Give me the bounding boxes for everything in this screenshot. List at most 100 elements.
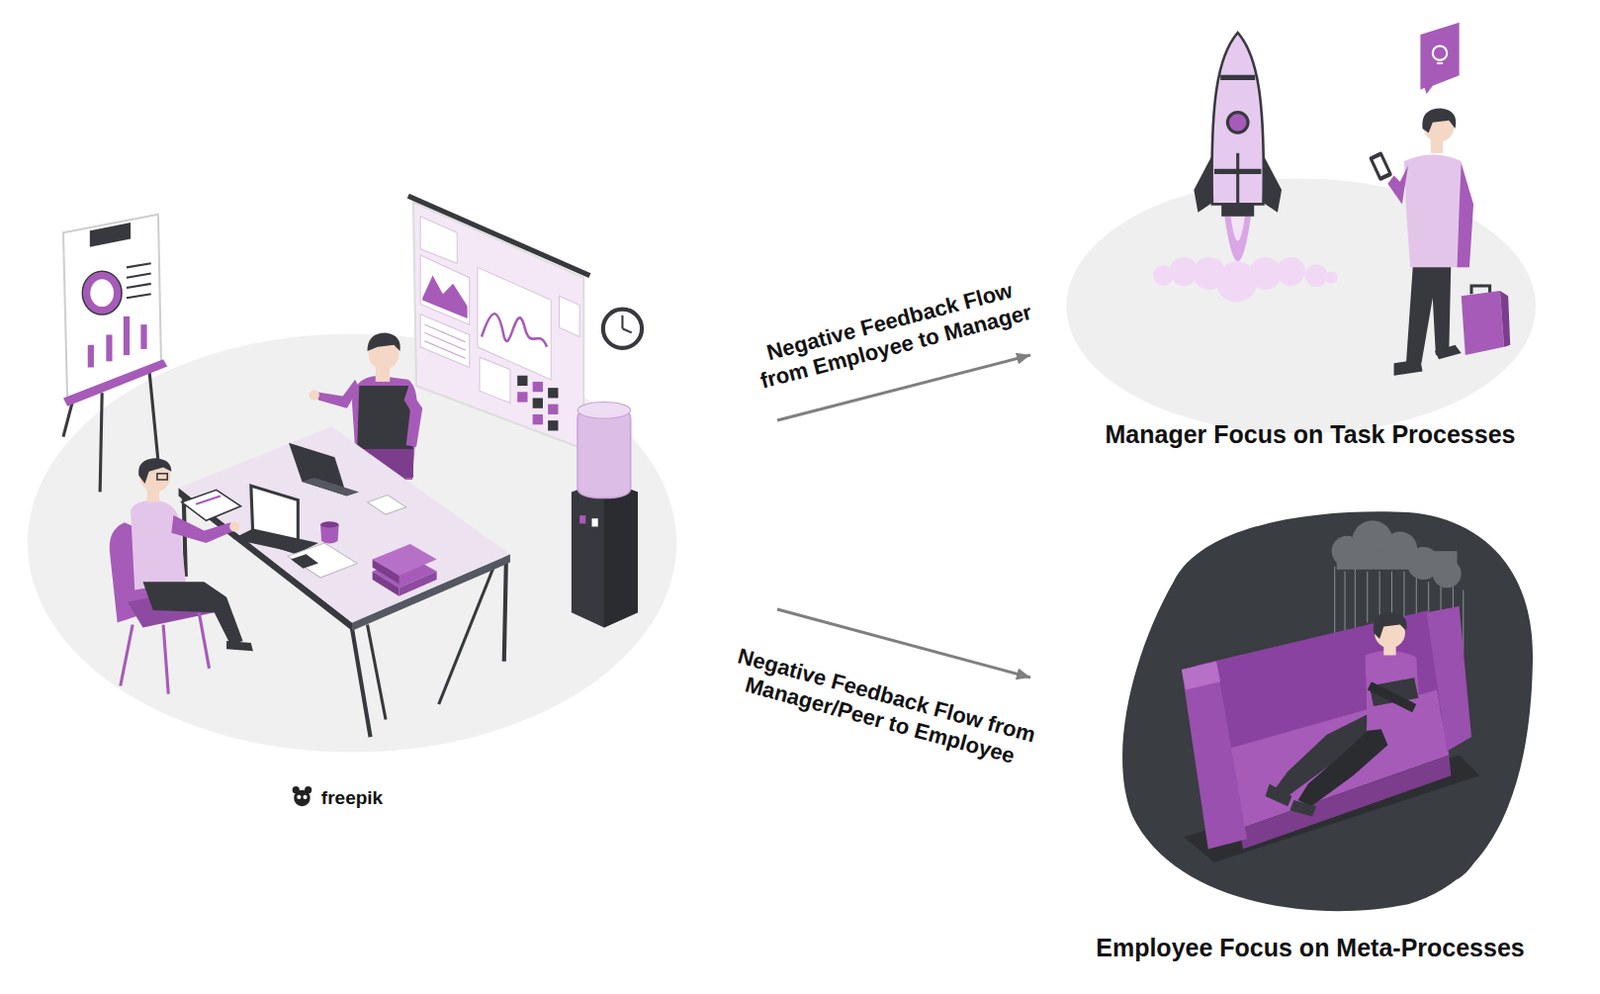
office-scene-part [171, 515, 235, 543]
office-scene-part [622, 328, 631, 333]
sad-employee-scene-part-part [1379, 571, 1381, 615]
rocket-scene-part [1372, 156, 1388, 177]
office-scene-part [63, 358, 168, 406]
office-scene-part [126, 293, 152, 298]
office-scene-part [366, 494, 406, 515]
rocket-scene-part [1224, 216, 1251, 262]
sad-employee-scene-part [1122, 511, 1533, 911]
rocket-scene-part [1461, 290, 1505, 356]
sad-employee-scene-part [1367, 681, 1418, 712]
office-scene-part [157, 473, 168, 480]
freepik-logo [292, 786, 313, 806]
arrow-label: Negative Feedback Flow from Employee to … [742, 271, 1044, 397]
office-scene-part [356, 385, 414, 449]
office-scene [27, 195, 677, 752]
scene-caption: Employee Focus on Meta-Processes [1030, 932, 1591, 963]
rocket-scene-part [1394, 358, 1423, 376]
office-scene-part [226, 640, 254, 651]
rocket-scene-part [1221, 203, 1254, 216]
rocket-scene-part [1387, 165, 1409, 204]
rocket-scene-part [1230, 216, 1245, 242]
office-scene-part [140, 324, 147, 350]
office-scene-part [83, 270, 122, 314]
office-scene-part [352, 628, 371, 737]
sad-employee-scene-part [1446, 837, 1477, 881]
office-scene-part [138, 457, 172, 484]
rocket-scene [1066, 22, 1536, 435]
office-scene-part [366, 624, 386, 720]
arrow-label: Negative Feedback Flow from Manager/Peer… [718, 640, 1048, 777]
freepik-logo-part [302, 795, 307, 800]
office-scene-part [479, 356, 511, 403]
sad-employee-scene [1122, 511, 1533, 911]
office-scene-part [504, 561, 507, 662]
freepik-logo-part [304, 786, 312, 794]
office-scene-part [316, 379, 359, 409]
manager-scene-node: Manager Focus on Task Processes [1030, 19, 1591, 455]
office-scene-part [621, 315, 623, 329]
rocket-scene-part [1236, 153, 1240, 205]
office-scene-part [149, 366, 160, 471]
sad-employee-scene-part [1365, 650, 1422, 731]
office-scene-part [604, 479, 638, 628]
rocket-scene-part [1434, 345, 1462, 359]
office-scene-part [603, 309, 642, 349]
rocket-scene-part [1432, 45, 1447, 60]
office-scene-part [547, 420, 558, 431]
office-scene-part [420, 314, 470, 368]
office-scene-part [424, 332, 465, 351]
office-scene-part [547, 404, 558, 415]
rocket-scene-part [1436, 62, 1443, 65]
office-scene-part [579, 515, 586, 524]
office-scene-part [420, 216, 457, 264]
office-scene-part [517, 391, 528, 402]
office-scene-part [420, 255, 470, 325]
office-scene-part [398, 571, 437, 597]
office-scene-part [126, 283, 152, 288]
rocket-scene-part [1227, 112, 1248, 134]
freepik-logo-part [292, 786, 300, 794]
office-scene-part [120, 624, 133, 687]
office-scene-part [163, 624, 169, 695]
office-scene-part [413, 201, 584, 449]
office-scene-part [123, 316, 130, 356]
office-scene-part [558, 295, 580, 337]
office-scene-part [130, 500, 186, 591]
office-scene-part [577, 406, 631, 499]
sad-employee-scene-part [1373, 612, 1408, 639]
rocket-scene-part [1325, 270, 1337, 283]
sad-employee-scene-part [1426, 606, 1472, 752]
sad-employee-scene-part-part [1462, 589, 1464, 653]
office-scene-part [89, 222, 131, 248]
freepik-logo-part [296, 795, 301, 800]
rocket-scene-part [1220, 75, 1255, 81]
office-scene-part [571, 479, 638, 628]
office-scene-part [309, 389, 320, 400]
office-scene-part [126, 263, 152, 267]
rocket-scene-part [1420, 22, 1459, 94]
sad-employee-scene-part [1265, 783, 1293, 806]
office-scene-part [547, 387, 558, 398]
office-scene-part [142, 581, 243, 645]
rocket-scene-part [1422, 107, 1456, 133]
sad-employee-scene-part-part [1391, 571, 1393, 618]
office-scene-part [422, 275, 467, 319]
rocket-scene-part [1500, 290, 1511, 348]
office-scene-part [517, 375, 528, 386]
office-scene-part [404, 387, 424, 447]
sad-employee-scene-part [1289, 800, 1317, 817]
rocket-scene-part [1406, 260, 1451, 363]
office-scene-part [105, 334, 112, 361]
office-scene-part [424, 324, 465, 343]
office-scene-part [533, 397, 543, 408]
illustration-part [27, 22, 1536, 911]
office-scene-part [372, 558, 400, 584]
office-scene-part [195, 496, 221, 505]
sad-employee-scene-part-part [1403, 571, 1405, 623]
office-scene-part [577, 402, 631, 420]
office-scene-part [533, 381, 543, 392]
office-scene-part [99, 392, 102, 492]
sad-employee-scene-part [1181, 661, 1247, 850]
